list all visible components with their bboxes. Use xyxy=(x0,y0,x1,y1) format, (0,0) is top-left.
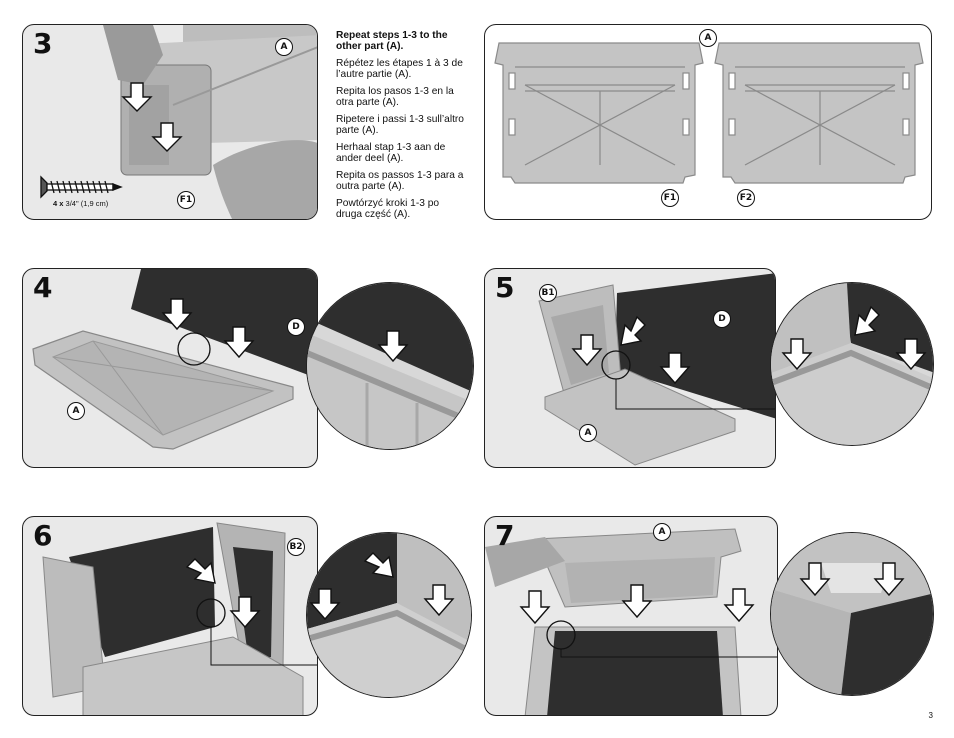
instructions-block: Repeat steps 1-3 to the other part (A). … xyxy=(336,30,466,226)
step3-number: 3 xyxy=(33,27,53,60)
step3-label-f1: F1 xyxy=(177,191,195,209)
step5-panel: 5 B1 D A xyxy=(484,268,776,468)
step3-label-a: A xyxy=(275,38,293,56)
screw-caption: 4 x 3/4" (1,9 cm) xyxy=(53,199,108,208)
step6-label-b2: B2 xyxy=(287,538,305,556)
step4-label-a: A xyxy=(67,402,85,420)
step6-number: 6 xyxy=(33,519,53,552)
board-d xyxy=(131,269,317,379)
step7-number: 7 xyxy=(495,519,515,552)
step3-illustration xyxy=(40,25,317,219)
step4-number: 4 xyxy=(33,271,53,304)
screw-quantity: 4 x xyxy=(53,199,64,208)
instruction-fr: Répétez les étapes 1 à 3 de l’autre part… xyxy=(336,58,463,80)
step7-illustration xyxy=(485,528,777,715)
step5-number: 5 xyxy=(495,271,515,304)
step3-arrows xyxy=(121,82,183,152)
step6-illustration xyxy=(42,522,317,715)
step5-label-d: D xyxy=(713,310,731,328)
screw-icon xyxy=(40,175,123,199)
step5-zoom-detail xyxy=(770,282,934,446)
instruction-nl: Herhaal stap 1-3 aan de ander deel (A). xyxy=(336,142,446,164)
step6-panel: 6 B2 xyxy=(22,516,318,716)
step7-label-a: A xyxy=(653,523,671,541)
step5-illustration xyxy=(538,273,775,466)
parts-illustration xyxy=(494,42,924,184)
page-number: 3 xyxy=(928,711,933,720)
parts-panel: A F1 F2 xyxy=(484,24,932,220)
step7-zoom-detail xyxy=(770,532,934,696)
step4-label-d: D xyxy=(287,318,305,336)
instruction-pl: Powtórzyć kroki 1-3 po druga część (A). xyxy=(336,198,440,220)
part-f1-drawing xyxy=(494,42,704,184)
instruction-pt: Repita os passos 1-3 para a outra parte … xyxy=(336,170,464,192)
screw-size: 3/4" (1,9 cm) xyxy=(65,199,109,208)
step5-label-b1: B1 xyxy=(539,284,557,302)
instruction-en: Repeat steps 1-3 to the other part (A). xyxy=(336,30,448,52)
step4-zoom-detail xyxy=(306,282,474,450)
parts-label-f1: F1 xyxy=(661,189,679,207)
instruction-es: Repita los pasos 1-3 en la otra parte (A… xyxy=(336,86,454,108)
step5-label-a: A xyxy=(579,424,597,442)
step7-panel: 7 A xyxy=(484,516,778,716)
step6-zoom-detail xyxy=(306,532,472,698)
parts-label-f2: F2 xyxy=(737,189,755,207)
step3-panel: 3 A F1 4 x 3/4" (1,9 cm) xyxy=(22,24,318,220)
part-f2-drawing xyxy=(714,42,924,184)
step4-panel: 4 D A xyxy=(22,268,318,468)
parts-label-a: A xyxy=(699,29,717,47)
step4-illustration xyxy=(32,269,317,450)
instruction-it: Ripetere i passi 1-3 sull’altro parte (A… xyxy=(336,114,464,136)
